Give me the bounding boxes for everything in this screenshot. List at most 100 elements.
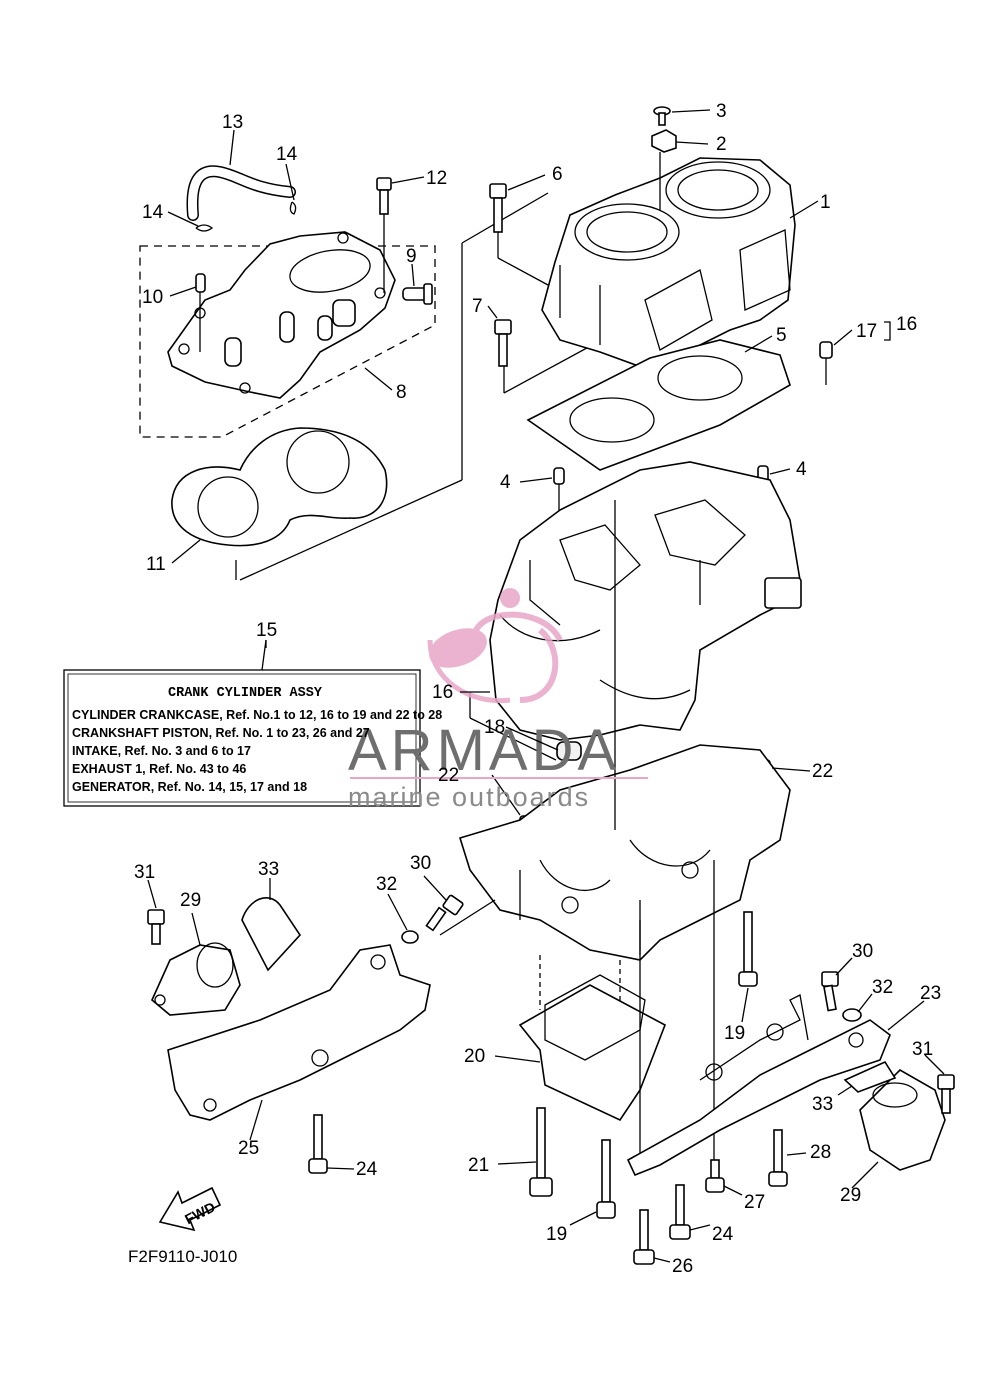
watermark-tagline: marine outboards <box>348 782 590 812</box>
bolt-24-center[interactable] <box>669 1184 691 1240</box>
callout-number: 8 <box>396 382 407 403</box>
bolt-30-left[interactable] <box>425 894 464 932</box>
forward-arrow <box>158 1186 222 1232</box>
bolt-21[interactable] <box>529 1107 553 1197</box>
clip-14-right[interactable] <box>289 201 297 215</box>
bolt-30-right[interactable] <box>821 971 839 1012</box>
callout-number: 14 <box>142 202 164 223</box>
callout-number: 1 <box>820 192 831 213</box>
mount-rubber-29-right[interactable] <box>859 1069 946 1171</box>
watermark-brand: ARMADA <box>348 718 620 783</box>
crankcase-lower[interactable] <box>458 744 791 961</box>
callout-number: 19 <box>724 1023 745 1044</box>
bolt-24-left[interactable] <box>308 1114 328 1174</box>
callout-number: 9 <box>406 246 417 267</box>
washer-32-right[interactable] <box>842 1008 862 1022</box>
callout-number: 7 <box>472 296 483 317</box>
bolt-28[interactable] <box>768 1129 788 1187</box>
callout-number: 19 <box>546 1224 567 1245</box>
callout-number: 30 <box>410 853 431 874</box>
watermark-accent-blade <box>429 628 487 668</box>
fitting-9[interactable] <box>402 283 433 305</box>
callout-number: 20 <box>464 1046 485 1067</box>
info-box-line: EXHAUST 1, Ref. No. 43 to 46 <box>72 762 246 776</box>
callout-number: 22 <box>438 765 459 786</box>
screw-3[interactable] <box>653 106 671 126</box>
callout-number: 3 <box>716 101 727 122</box>
crankcase-upper-16[interactable] <box>489 461 802 741</box>
callout-number: 33 <box>812 1094 833 1115</box>
cylinder-block-1[interactable] <box>541 157 796 373</box>
callout-bracket-17-16 <box>884 321 891 341</box>
callout-number: 25 <box>238 1138 259 1159</box>
callout-number: 14 <box>276 144 298 165</box>
callout-number: 26 <box>672 1256 693 1277</box>
oil-pan-20[interactable] <box>518 974 667 1122</box>
callout-number: 23 <box>920 983 941 1004</box>
callout-number: 29 <box>180 890 201 911</box>
callout-number: 2 <box>716 134 727 155</box>
hose-13-inner <box>187 166 295 220</box>
callout-number: 21 <box>468 1155 489 1176</box>
bolt-12[interactable] <box>376 177 392 215</box>
bolt-6-shank <box>493 197 503 233</box>
callout-number: 16 <box>896 314 917 335</box>
callout-number: 28 <box>810 1142 831 1163</box>
callout-leaders <box>147 109 945 1263</box>
mount-rubber-29-left[interactable] <box>151 942 241 1016</box>
callout-number: 18 <box>484 717 505 738</box>
dowel-pin-4-left[interactable] <box>553 467 565 485</box>
callout-number: 30 <box>852 941 873 962</box>
callout-number: 11 <box>146 554 166 575</box>
washer-32-left[interactable] <box>401 930 419 944</box>
callout-number: 6 <box>552 164 563 185</box>
bolt-19-bottom[interactable] <box>596 1139 616 1219</box>
bushing-18[interactable] <box>556 741 582 761</box>
info-box-line: GENERATOR, Ref. No. 14, 15, 17 and 18 <box>72 780 307 794</box>
bracket-33-right[interactable] <box>843 1060 897 1093</box>
info-box-line: CRANKSHAFT PISTON, Ref. No. 1 to 23, 26 … <box>72 726 370 740</box>
clip-14-left[interactable] <box>195 224 214 232</box>
callout-number: 16 <box>432 682 453 703</box>
callout-number: 4 <box>796 459 807 480</box>
bolt-26[interactable] <box>633 1209 655 1265</box>
pin-17[interactable] <box>819 341 833 359</box>
callout-number: 33 <box>258 859 279 880</box>
callout-number: 12 <box>426 168 447 189</box>
callout-number: 32 <box>872 977 893 998</box>
bolt-6[interactable] <box>489 183 507 199</box>
watermark-accent-arc <box>427 639 511 704</box>
engine-mount-23[interactable] <box>626 994 891 1177</box>
bracket-33-left[interactable] <box>241 897 302 972</box>
callout-number: 31 <box>134 862 155 883</box>
callout-number: 24 <box>712 1224 734 1245</box>
callout-number: 27 <box>744 1192 765 1213</box>
callout-number: 31 <box>912 1039 933 1060</box>
info-box-line: CYLINDER CRANKCASE, Ref. No.1 to 12, 16 … <box>72 708 442 722</box>
gasket-11[interactable] <box>171 427 388 547</box>
bolt-27[interactable] <box>705 1159 725 1193</box>
callout-number: 5 <box>776 325 787 346</box>
bolt-31-right[interactable] <box>937 1074 955 1114</box>
callout-number: 24 <box>356 1159 378 1180</box>
callout-numbers: 1 2 3 4 4 5 6 7 8 9 10 11 12 13 14 14 15… <box>134 101 941 1277</box>
callout-number: 32 <box>376 874 397 895</box>
diagram-code: F2F9110-J010 <box>128 1247 237 1266</box>
info-box-title: CRANK CYLINDER ASSY <box>168 686 323 701</box>
callout-number: 4 <box>500 472 511 493</box>
bolt-7[interactable] <box>494 319 512 335</box>
gasket-5[interactable] <box>526 339 791 471</box>
propeller-logo-icon <box>427 588 563 704</box>
bolt-19-right[interactable] <box>738 911 758 987</box>
info-box-line: INTAKE, Ref. No. 3 and 6 to 17 <box>72 744 251 758</box>
engine-mount-25[interactable] <box>167 944 431 1121</box>
bracket-2[interactable] <box>651 129 677 153</box>
callout-number: 15 <box>256 620 277 641</box>
dowel-pin-10[interactable] <box>195 273 206 293</box>
callout-number: 13 <box>222 112 243 133</box>
bolt-31-left[interactable] <box>147 909 165 945</box>
intake-manifold-part[interactable] <box>167 231 396 399</box>
bolt-7-shank <box>498 333 508 367</box>
callout-number: 22 <box>812 761 833 782</box>
